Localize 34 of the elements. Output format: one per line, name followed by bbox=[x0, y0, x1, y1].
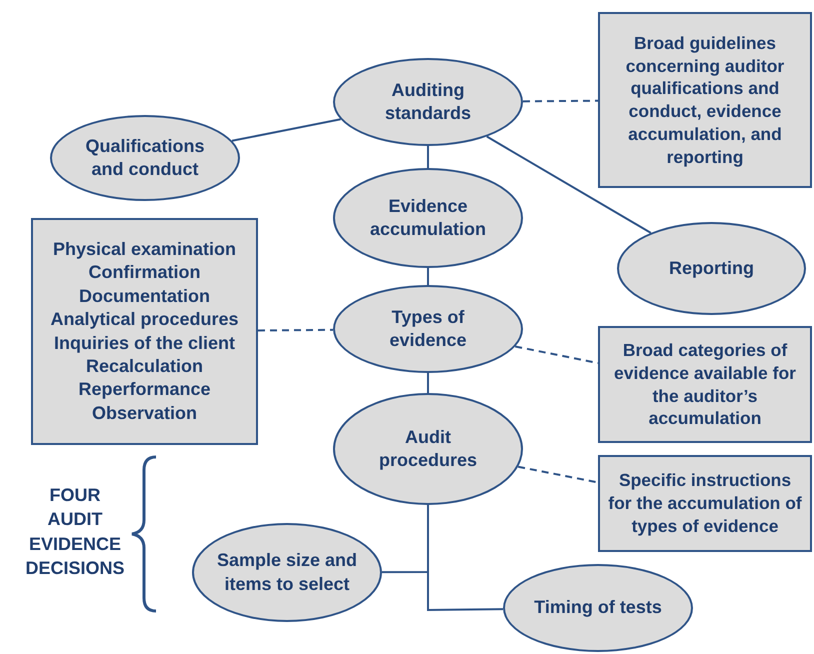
node-label: Evidence accumulation bbox=[368, 194, 488, 241]
list-item: Reperformance bbox=[78, 378, 211, 402]
node-label: Auditing standards bbox=[384, 78, 472, 125]
text-box bbox=[598, 12, 812, 188]
node-label: Reporting bbox=[669, 256, 754, 280]
text-box bbox=[598, 455, 812, 552]
connector-line bbox=[427, 505, 504, 612]
node-label: Sample size and items to select bbox=[216, 549, 358, 596]
list-item: Documentation bbox=[78, 284, 210, 308]
text-box bbox=[598, 326, 812, 443]
list-item: Physical examination bbox=[52, 238, 236, 261]
connector-line bbox=[427, 268, 429, 285]
node-label: Qualifications and conduct bbox=[84, 134, 206, 181]
node-label: Broad guidelines concerning auditor qualifications and conduct, evidence accumulation, and reporting bbox=[624, 32, 786, 168]
connector-line bbox=[486, 136, 652, 234]
connector-line bbox=[518, 466, 598, 484]
list-item: Confirmation bbox=[88, 261, 200, 284]
list-item: Recalculation bbox=[86, 354, 204, 378]
connector-line bbox=[232, 118, 341, 142]
text-box bbox=[31, 218, 258, 445]
list-item: Analytical procedures bbox=[50, 308, 239, 332]
node-label: Timing of tests bbox=[534, 596, 662, 620]
node-label: Types of evidence bbox=[388, 306, 468, 352]
bracket-caption: FOUR AUDIT EVIDENCE DECISIONS bbox=[24, 484, 126, 580]
node-label: Audit procedures bbox=[378, 426, 478, 472]
node-label: Broad categories of evidence available for the auditor’s accumulation bbox=[613, 339, 797, 430]
connector-line bbox=[258, 328, 334, 332]
list-item: Observation bbox=[92, 402, 198, 425]
connector-line bbox=[427, 146, 429, 168]
connector-line bbox=[427, 373, 429, 393]
list-item: Inquiries of the client bbox=[54, 332, 236, 355]
node-label: Specific instructions for the accumulation of types of evidence bbox=[607, 469, 803, 538]
connector-line bbox=[522, 100, 598, 102]
connector-line bbox=[515, 345, 598, 364]
